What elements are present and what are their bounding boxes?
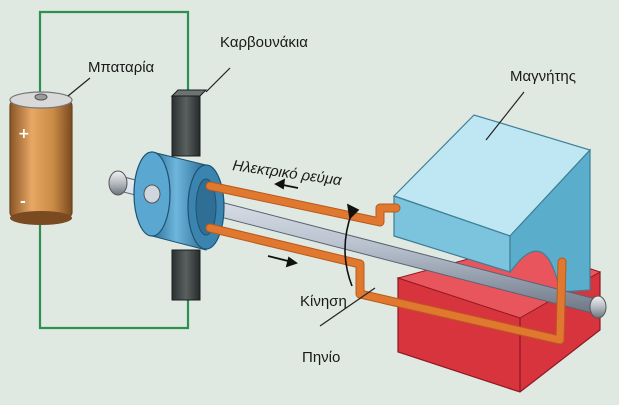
lower-brush [171, 249, 201, 301]
bottom-wire [38, 218, 190, 330]
carbon-brushes [170, 89, 208, 301]
label-motion: Κίνηση [300, 293, 347, 310]
battery-terminal [34, 93, 48, 101]
armature-shaft [108, 170, 607, 319]
battery-leader [67, 77, 91, 97]
commutator [133, 151, 225, 251]
battery: + - [9, 91, 73, 225]
shaft-end-right [589, 295, 607, 319]
top-wire [38, 10, 190, 100]
coil-leader [319, 287, 376, 327]
current-arrows [267, 178, 299, 268]
battery-bottom [10, 211, 72, 225]
leader-lines [67, 67, 525, 327]
label-brushes: Καρβουνάκια [220, 34, 308, 51]
circuit-wire [38, 10, 190, 330]
brushes-leader [205, 67, 231, 93]
label-magnet: Μαγνήτης [510, 68, 576, 85]
coil [205, 181, 567, 345]
battery-plus-sign: + [18, 126, 30, 142]
label-coil: Πηνίο [302, 349, 340, 366]
battery-minus-sign: - [20, 194, 26, 210]
magnet-leader [485, 91, 525, 141]
upper-brush [171, 95, 201, 157]
label-battery: Μπαταρία [88, 59, 155, 76]
motion-arrow [344, 203, 360, 287]
shaft-end-left [108, 170, 128, 196]
